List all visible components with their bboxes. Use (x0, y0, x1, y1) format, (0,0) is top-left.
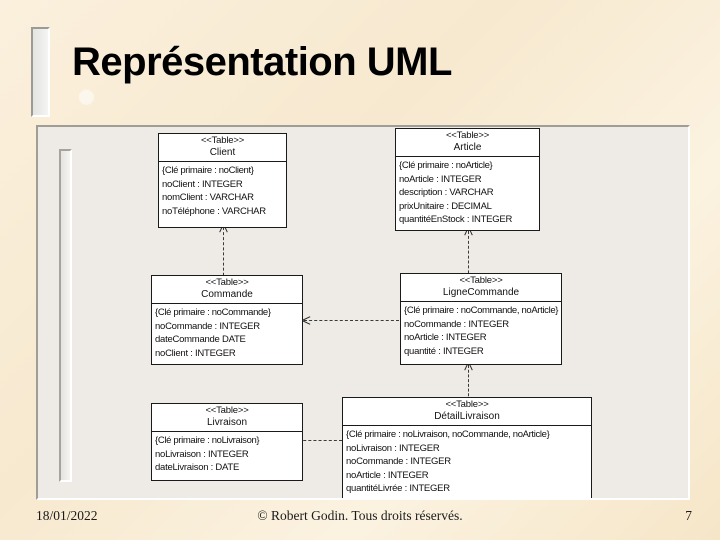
title-decoration-bar (31, 27, 50, 117)
connector-lignecommande-to-article (468, 231, 469, 293)
uml-attributes: {Clé primaire : noCommande} noCommande :… (152, 304, 302, 362)
uml-class-name: Livraison (206, 416, 248, 428)
uml-stereotype: <<Table>> (445, 399, 489, 410)
uml-class-livraison[interactable]: <<Table>> Livraison {Clé primaire : noLi… (151, 403, 303, 481)
uml-class-header: <<Table>> Article (396, 129, 539, 158)
uml-attribute: {Clé primaire : noCommande} (155, 307, 271, 319)
uml-class-header: <<Table>> Client (159, 134, 286, 163)
uml-attribute: noLivraison : INTEGER (155, 448, 249, 460)
uml-class-name: Client (209, 146, 236, 158)
uml-class-commande[interactable]: <<Table>> Commande {Clé primaire : noCom… (151, 275, 303, 365)
connector-detaillivraison-to-lignecommande (468, 365, 469, 401)
uml-attributes: {Clé primaire : noCommande, noArticle} n… (401, 302, 561, 360)
uml-class-header: <<Table>> LigneCommande (401, 274, 561, 303)
uml-attribute: quantité : INTEGER (404, 345, 484, 357)
uml-attribute: {Clé primaire : noLivraison, noCommande,… (346, 429, 550, 441)
uml-attribute: noCommande : INTEGER (155, 320, 260, 332)
uml-attributes: {Clé primaire : noLivraison, noCommande,… (343, 426, 591, 497)
page-title: Représentation UML (72, 40, 452, 84)
connector-lignecommande-to-commande (304, 320, 399, 321)
uml-class-client[interactable]: <<Table>> Client {Clé primaire : noClien… (158, 133, 287, 228)
uml-stereotype: <<Table>> (459, 275, 503, 286)
uml-class-header: <<Table>> Commande (152, 276, 302, 305)
footer-date: 18/01/2022 (36, 508, 98, 523)
uml-attribute: description : VARCHAR (399, 187, 494, 199)
uml-attributes: {Clé primaire : noArticle} noArticle : I… (396, 157, 539, 228)
uml-class-detaillivraison[interactable]: <<Table>> DétailLivraison {Clé primaire … (342, 397, 592, 498)
uml-class-article[interactable]: <<Table>> Article {Clé primaire : noArti… (395, 128, 540, 231)
uml-attribute: noClient : INTEGER (155, 347, 236, 359)
uml-diagram-canvas: <<Table>> Client {Clé primaire : noClien… (38, 127, 688, 498)
uml-attributes: {Clé primaire : noClient} noClient : INT… (159, 162, 286, 220)
uml-attribute: quantitéLivrée : INTEGER (346, 483, 450, 495)
uml-attributes: {Clé primaire : noLivraison} noLivraison… (152, 432, 302, 476)
uml-attribute: noLivraison : INTEGER (346, 442, 440, 454)
uml-attribute: noCommande : INTEGER (404, 318, 509, 330)
connector-detaillivraison-to-livraison (293, 440, 342, 441)
uml-attribute: prixUnitaire : DECIMAL (399, 200, 492, 212)
connector-commande-to-client (223, 227, 224, 291)
uml-class-header: <<Table>> Livraison (152, 404, 302, 433)
uml-attribute: noArticle : INTEGER (346, 469, 429, 481)
uml-stereotype: <<Table>> (205, 277, 249, 288)
uml-attribute: quantitéEnStock : INTEGER (399, 214, 513, 226)
uml-attribute: noCommande : INTEGER (346, 456, 451, 468)
uml-attribute: noArticle : INTEGER (404, 332, 487, 344)
footer-copyright: © Robert Godin. Tous droits réservés. (257, 508, 463, 523)
uml-attribute: dateLivraison : DATE (155, 462, 240, 474)
uml-attribute: nomClient : VARCHAR (162, 192, 254, 204)
footer-page-number: 7 (685, 508, 692, 523)
uml-attribute: noTéléphone : VARCHAR (162, 205, 266, 217)
uml-class-name: Commande (201, 288, 253, 300)
uml-class-header: <<Table>> DétailLivraison (343, 398, 591, 427)
uml-attribute: {Clé primaire : noArticle} (399, 160, 493, 172)
uml-class-lignecommande[interactable]: <<Table>> LigneCommande {Clé primaire : … (400, 273, 562, 365)
uml-attribute: noClient : INTEGER (162, 178, 243, 190)
uml-stereotype: <<Table>> (445, 130, 490, 141)
uml-attribute: {Clé primaire : noClient} (162, 165, 254, 177)
uml-class-name: LigneCommande (442, 286, 520, 298)
content-panel: <<Table>> Client {Clé primaire : noClien… (36, 125, 690, 500)
uml-attribute: {Clé primaire : noCommande, noArticle} (404, 305, 559, 317)
uml-class-name: Article (453, 141, 482, 153)
uml-attribute: noArticle : INTEGER (399, 173, 482, 185)
uml-stereotype: <<Table>> (200, 135, 245, 146)
uml-attribute: dateCommande DATE (155, 334, 246, 346)
panel-decoration-bar (59, 149, 72, 482)
uml-class-name: DétailLivraison (434, 410, 500, 422)
uml-attribute: {Clé primaire : noLivraison} (155, 435, 260, 447)
uml-stereotype: <<Table>> (205, 405, 249, 416)
